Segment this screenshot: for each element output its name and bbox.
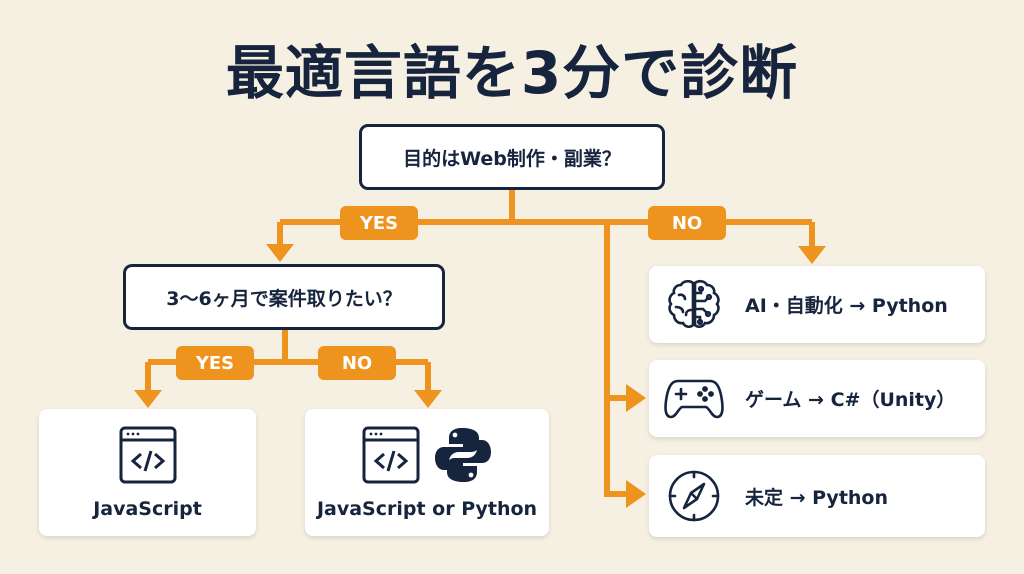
arrow-to-r4 — [626, 384, 646, 412]
arrow-to-r3 — [798, 246, 826, 264]
result-game-csharp-unity: ゲーム → C#（Unity） — [649, 360, 985, 437]
tag-q2-yes: YES — [176, 346, 254, 380]
page-title: 最適言語を3分で診断 — [225, 39, 799, 107]
brain-circuit-icon — [663, 274, 725, 336]
result-label: AI・自動化 → Python — [745, 295, 948, 317]
arrow-to-r5 — [626, 480, 646, 508]
tag-q1-no: NO — [648, 206, 726, 240]
question-text: 目的はWeb制作・副業？ — [403, 147, 621, 170]
code-window-icon — [119, 426, 177, 488]
arrow-to-q2 — [266, 244, 294, 262]
python-logo-icon — [434, 426, 492, 488]
arrow-to-r2 — [414, 390, 442, 408]
result-ai-automation-python: AI・自動化 → Python — [649, 266, 985, 343]
result-label: JavaScript — [93, 497, 202, 520]
code-window-icon — [362, 426, 420, 488]
compass-icon — [663, 465, 725, 527]
arrow-to-r1 — [134, 390, 162, 408]
tag-q2-no: NO — [318, 346, 396, 380]
result-javascript: JavaScript — [39, 409, 256, 536]
result-label: JavaScript or Python — [316, 497, 538, 520]
gamepad-icon — [663, 368, 725, 430]
result-label: 未定 → Python — [745, 486, 889, 509]
tag-q1-yes: YES — [340, 206, 418, 240]
result-label: ゲーム → C#（Unity） — [745, 389, 956, 411]
question-text: 3〜6ヶ月で案件取りたい？ — [166, 287, 402, 310]
result-javascript-or-python: JavaScript or Python — [305, 409, 549, 536]
connector-no-trunk — [604, 222, 628, 497]
result-undecided-python: 未定 → Python — [649, 455, 985, 537]
question-web-side-job: 目的はWeb制作・副業？ — [359, 124, 665, 190]
question-quick-jobs: 3〜6ヶ月で案件取りたい？ — [123, 264, 445, 330]
